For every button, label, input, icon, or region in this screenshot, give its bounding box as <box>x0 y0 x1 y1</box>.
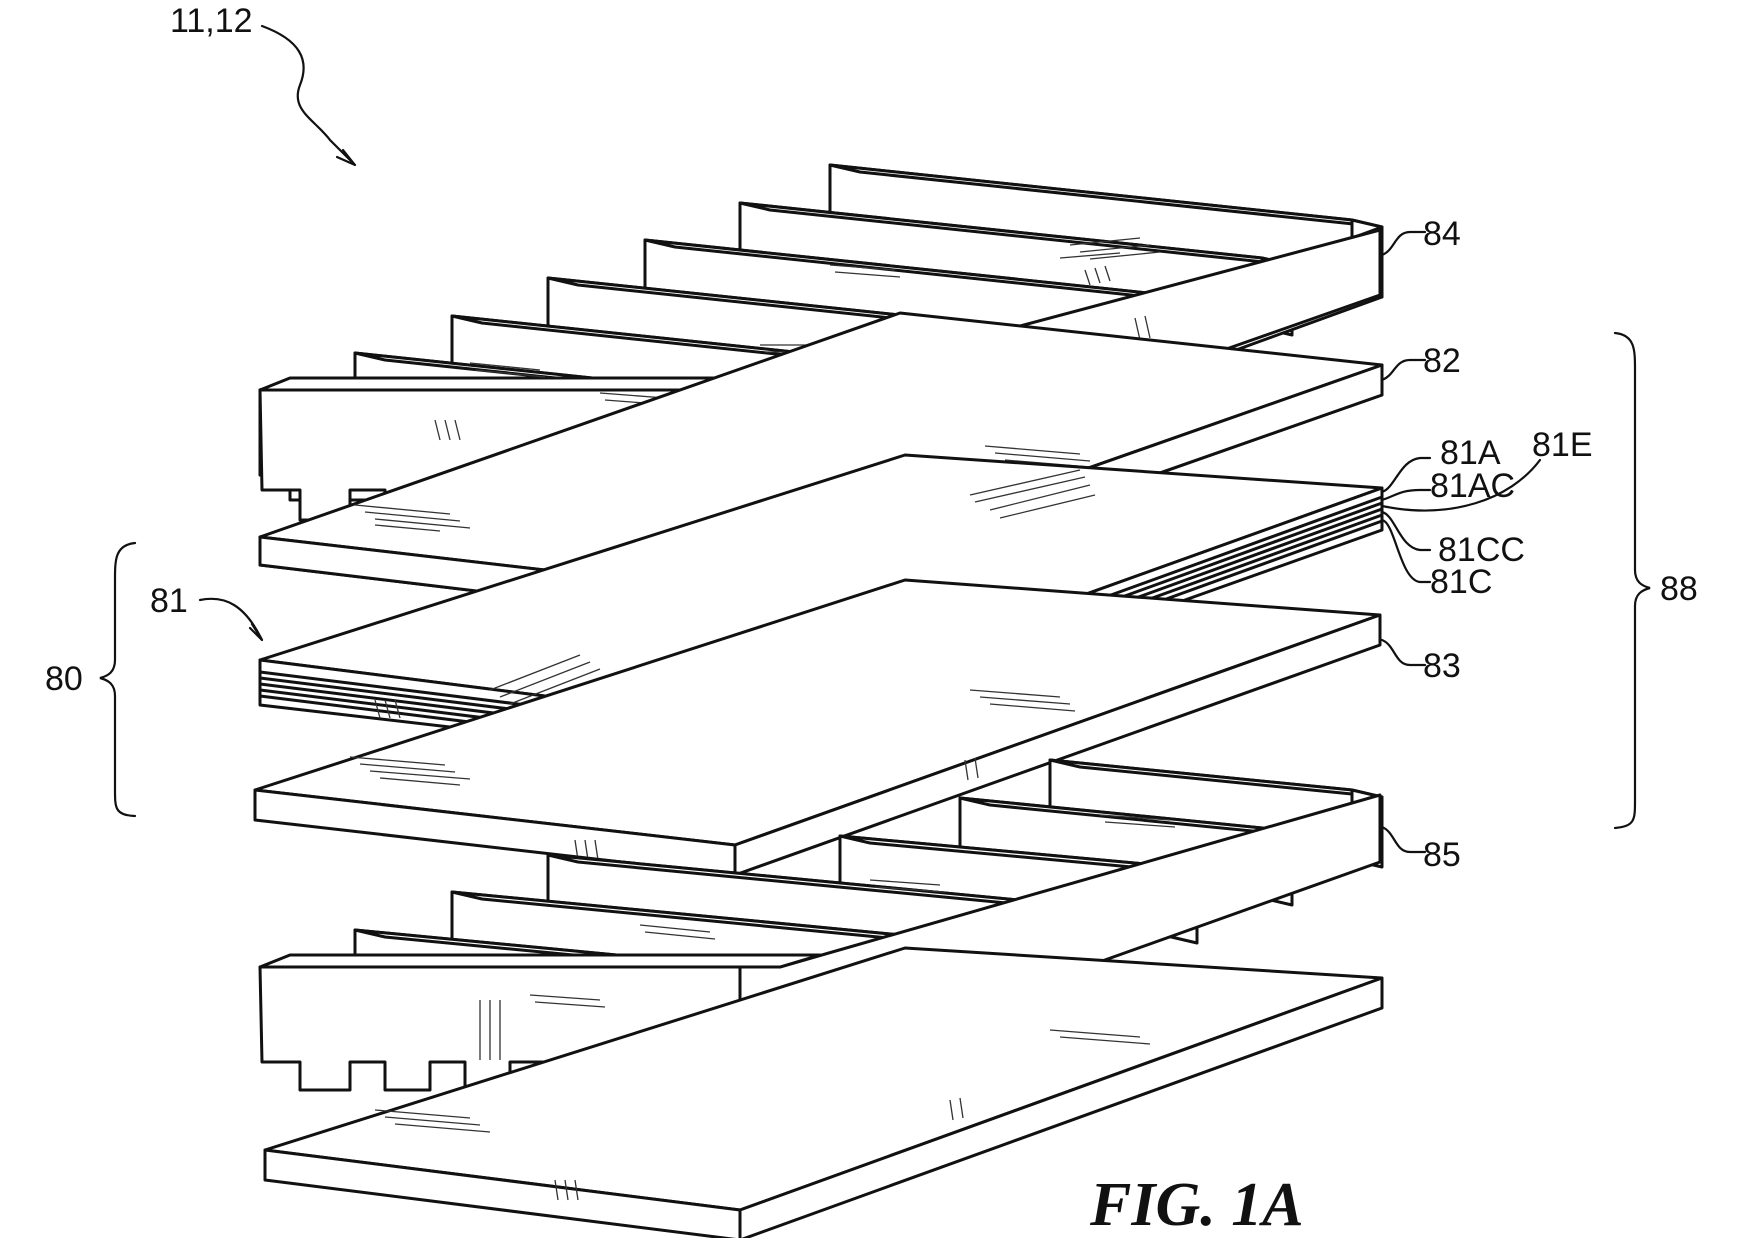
label-81ac: 81AC <box>1430 467 1515 505</box>
label-81: 81 <box>150 582 188 620</box>
label-88: 88 <box>1660 570 1698 608</box>
label-83: 83 <box>1423 647 1461 685</box>
label-81e: 81E <box>1532 426 1593 464</box>
figure-label: FIG. 1A <box>1089 1171 1304 1238</box>
label-85: 85 <box>1423 836 1461 874</box>
label-81c: 81C <box>1430 563 1492 601</box>
label-82: 82 <box>1423 342 1461 380</box>
label-11-12: 11,12 <box>170 2 253 40</box>
label-84: 84 <box>1423 215 1461 253</box>
label-80: 80 <box>45 660 83 698</box>
